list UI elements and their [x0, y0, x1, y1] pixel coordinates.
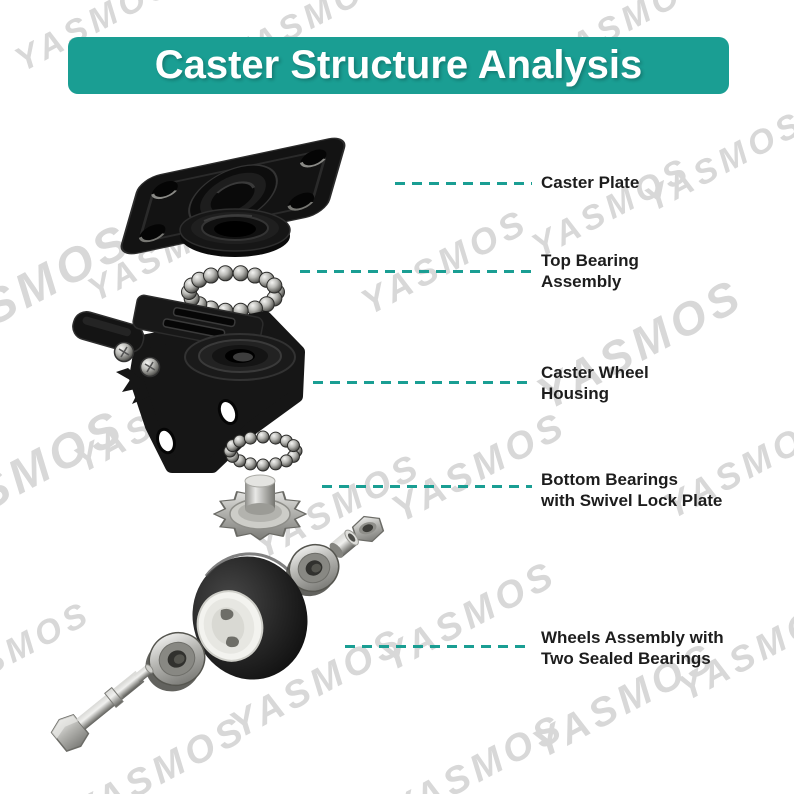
- leader-line: [322, 485, 532, 488]
- label-text: Top Bearing: [541, 251, 639, 270]
- swivel-lock-plate-part: [213, 474, 307, 541]
- plate-mounting-holes: [138, 149, 327, 243]
- leader-line: [345, 645, 532, 648]
- label-text: Caster Wheel: [541, 363, 649, 382]
- housing-screws: [113, 341, 161, 378]
- spacer-bushing-part: [329, 529, 359, 558]
- title-banner: Caster Structure Analysis: [68, 37, 729, 94]
- leg-hole-upper: [217, 398, 239, 426]
- axle-bolt-part: [50, 664, 154, 753]
- sealed-bearing-right-part: [285, 543, 340, 597]
- label-text: Wheels Assembly with: [541, 628, 724, 647]
- leader-line: [313, 381, 532, 384]
- leader-line: [395, 182, 532, 185]
- label-text: Bottom Bearings: [541, 470, 678, 489]
- leg-hole-lower: [156, 427, 176, 455]
- caster-wheel-housing-part: [72, 294, 305, 473]
- brake-teeth: [116, 368, 150, 404]
- wheel-part: [192, 552, 308, 680]
- label-text: Caster Plate: [541, 173, 640, 192]
- sealed-bearing-left-part: [145, 631, 206, 692]
- top-bearing-race-part: [179, 208, 291, 257]
- leader-line: [300, 270, 532, 273]
- bottom-ball-bearing-ring-part: [223, 430, 303, 472]
- housing-swivel-disc: [184, 333, 296, 381]
- page-title: Caster Structure Analysis: [154, 43, 643, 87]
